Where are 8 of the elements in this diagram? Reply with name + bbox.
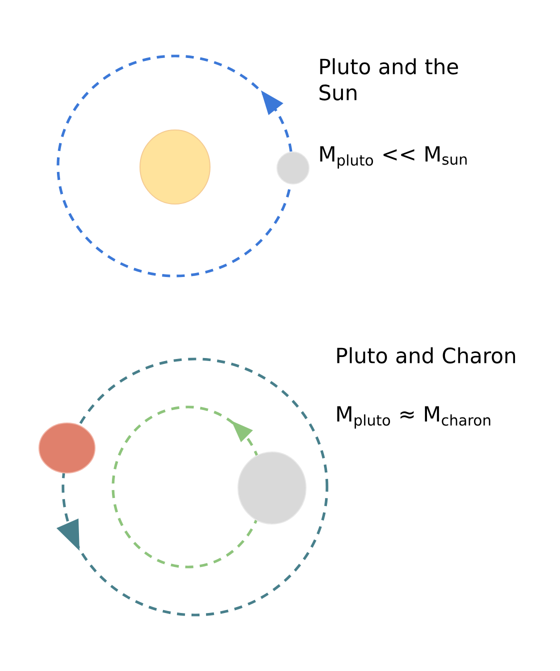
planet-circle xyxy=(238,452,306,524)
moon-circle xyxy=(38,422,96,474)
heading-text: Pluto and Charon xyxy=(337,347,516,364)
sun-circle xyxy=(140,130,210,204)
mass-comparison: M$_{pluto}$ << M$_{sun}$ xyxy=(320,146,467,169)
heading-text: Pluto and the Sun xyxy=(320,58,458,100)
planet-circle xyxy=(276,152,310,184)
mass-comparison: M$_{pluto}$ ≈ M$_{charon}$ xyxy=(337,406,490,429)
